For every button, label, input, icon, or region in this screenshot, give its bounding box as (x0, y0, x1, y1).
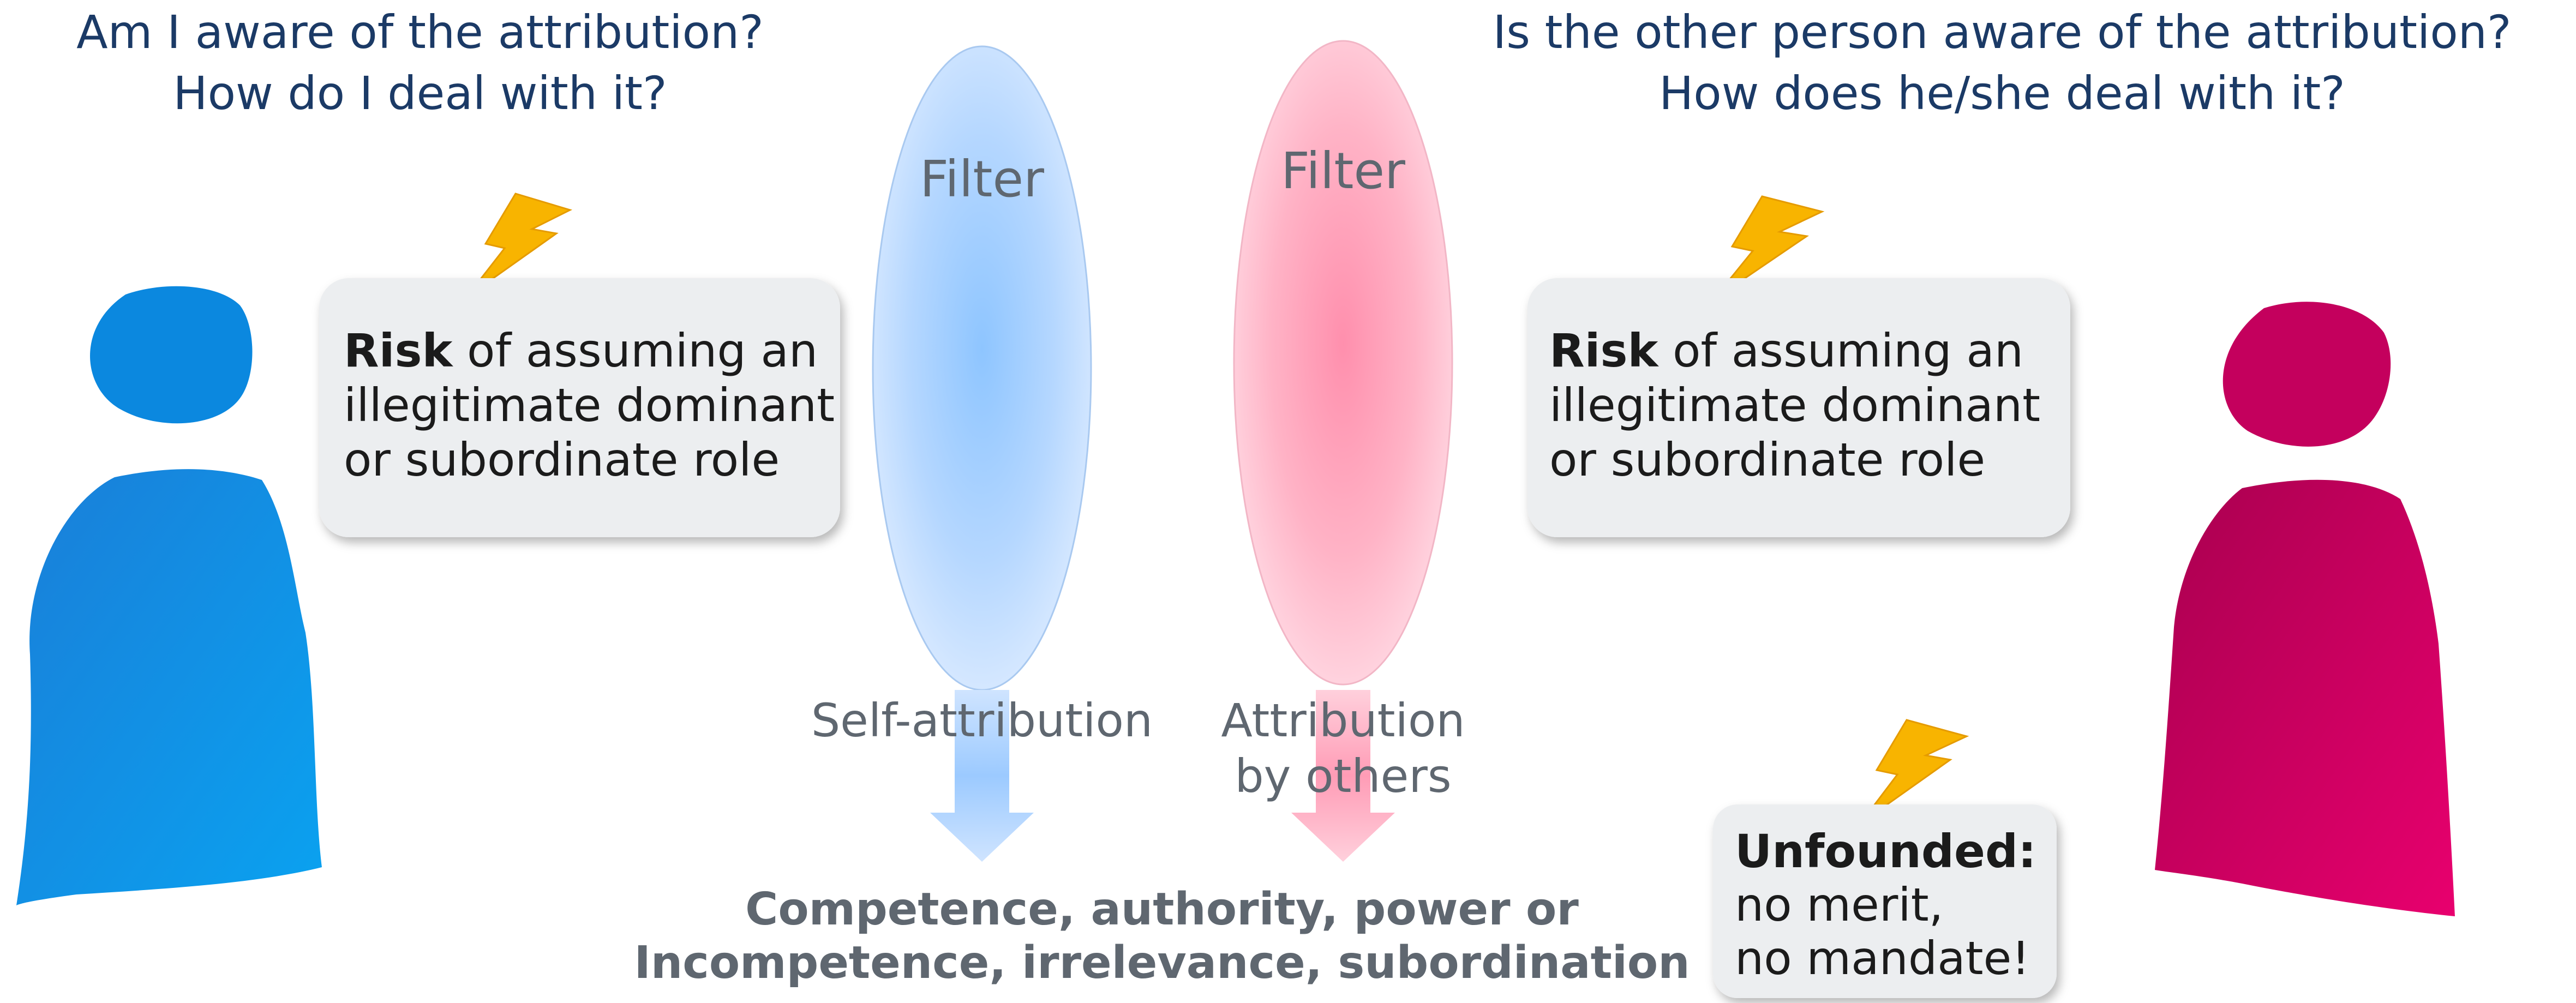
right-heading-line2: How does he/she deal with it? (1659, 67, 2345, 120)
unfounded-line3: no mandate! (1735, 932, 2030, 985)
arrow-down-self (930, 690, 1034, 862)
person-left-icon (16, 286, 322, 905)
filter-label-right: Filter (1281, 142, 1405, 200)
left-heading: Am I aware of the attribution? How do I … (76, 5, 764, 120)
right-heading-line1: Is the other person aware of the attribu… (1493, 5, 2511, 59)
left-heading-line2: How do I deal with it? (173, 67, 667, 120)
risk-box-left-line3: or subordinate role (344, 433, 780, 487)
risk-box-left-line1-rest: of assuming an (452, 324, 818, 377)
lightning-bolt-icon (1712, 195, 1825, 301)
left-heading-line1: Am I aware of the attribution? (76, 5, 764, 59)
lightning-bolt-icon (465, 193, 573, 298)
risk-box-left: Risk of assuming an illegitimate dominan… (319, 278, 840, 537)
lightning-bolt-icon (1859, 719, 1969, 825)
risk-label: Risk (1549, 324, 1659, 377)
risk-box-left-line2: illegitimate dominant (344, 379, 835, 432)
others-attribution-label-line2: by others (1235, 749, 1451, 803)
unfounded-box: Unfounded: no merit, no mandate! (1713, 804, 2057, 998)
unfounded-label: Unfounded: (1735, 825, 2036, 878)
risk-box-right-line1: Risk of assuming an (1549, 324, 2023, 377)
filter-oval-right: Filter (1233, 40, 1453, 686)
right-heading: Is the other person aware of the attribu… (1493, 5, 2511, 120)
self-attribution-label: Self-attribution (811, 694, 1153, 747)
unfounded-line2: no merit, (1735, 878, 1943, 932)
risk-box-right-line2: illegitimate dominant (1549, 379, 2040, 432)
others-attribution-label-line1: Attribution (1221, 694, 1465, 747)
risk-box-right-line1-rest: of assuming an (1658, 324, 2023, 377)
risk-box-left-line1: Risk of assuming an (344, 324, 818, 377)
risk-box-right-line3: or subordinate role (1549, 433, 1985, 487)
risk-box-right: Risk of assuming an illegitimate dominan… (1527, 278, 2070, 537)
bottom-line1: Competence, authority, power or (745, 884, 1579, 935)
person-right-icon (2155, 302, 2455, 916)
filter-label-left: Filter (920, 150, 1044, 208)
filter-oval-left: Filter (872, 45, 1092, 691)
arrow-down-others (1291, 690, 1395, 862)
risk-label: Risk (344, 324, 453, 377)
bottom-line2: Incompetence, irrelevance, subordination (634, 937, 1690, 989)
